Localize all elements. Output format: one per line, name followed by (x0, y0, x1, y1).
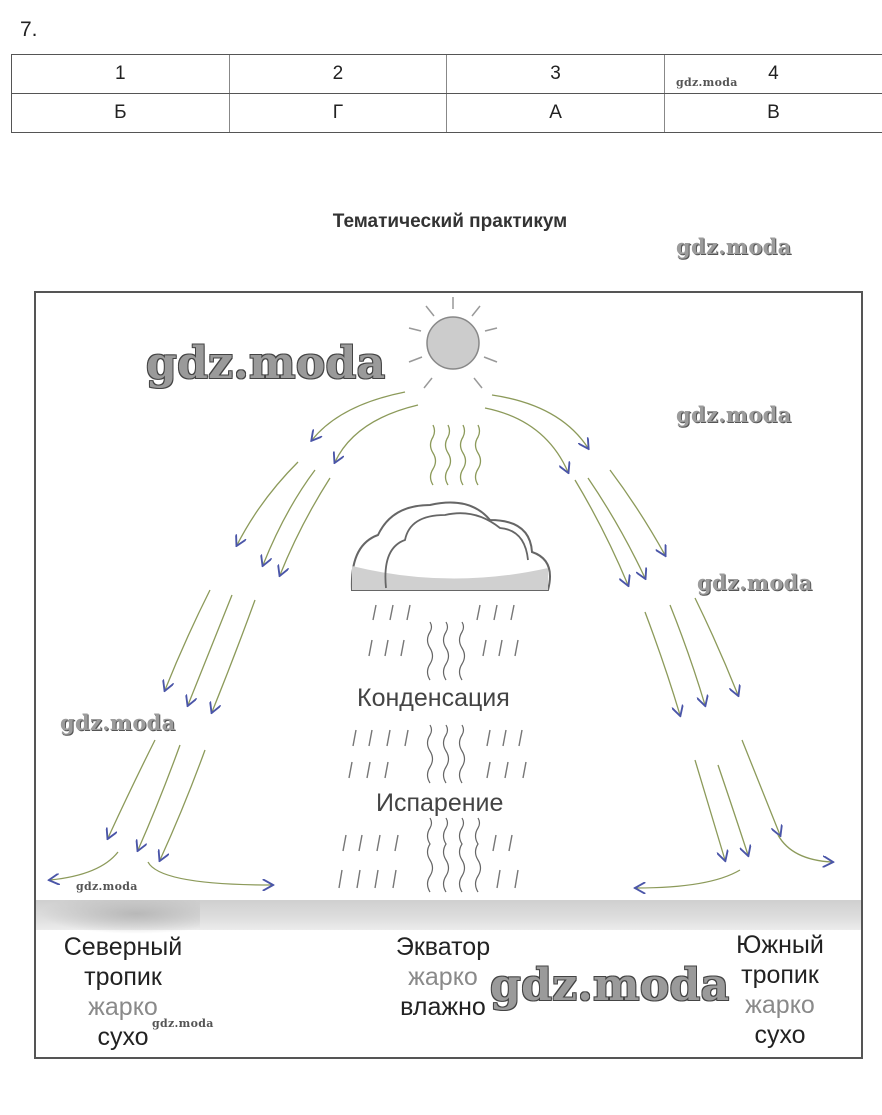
airflow-arrow (280, 477, 331, 575)
table-cell: Г (228, 93, 447, 133)
answer-table: 1 2 3 4 Б Г А В (11, 54, 882, 133)
airflow-arrow (694, 597, 738, 695)
airflow-arrow (335, 404, 419, 462)
table-cell: Б (11, 93, 230, 133)
airflow-arrow (160, 749, 206, 860)
vapor-line (426, 817, 434, 893)
zone-south-moisture: сухо (754, 1021, 806, 1049)
diagram-frame (34, 291, 863, 1059)
zone-north-temp: жарко (88, 993, 158, 1021)
vapor-line (444, 424, 452, 486)
condensation-label: Конденсация (357, 684, 510, 712)
airflow-arrow (165, 589, 211, 690)
table-row: Б Г А В (11, 93, 882, 133)
zone-north: Северный тропик жарко сухо (48, 932, 198, 1052)
vapor-line (442, 621, 450, 681)
airflow-arrow (138, 744, 181, 850)
zone-south-temp: жарко (745, 991, 815, 1019)
north-air-flow (50, 391, 419, 885)
zone-south-name: Южный (736, 931, 824, 959)
section-title: Тематический практикум (332, 211, 568, 232)
airflow-arrow (717, 764, 748, 855)
task-number: 7. (20, 18, 38, 41)
zone-south: Южный тропик жарко сухо (710, 930, 850, 1050)
airflow-arrow (587, 477, 645, 578)
rising-vapor-middle (426, 621, 482, 893)
watermark: gdz.moda (146, 338, 386, 389)
vapor-line (474, 424, 482, 486)
zone-north-name2: тропик (84, 963, 162, 991)
zone-north-name: Северный (63, 933, 183, 961)
south-air-flow (484, 394, 832, 888)
zone-south-name2: тропик (741, 961, 819, 989)
airflow-arrow (212, 599, 256, 712)
cloud-icon (350, 501, 551, 591)
airflow-arrow (491, 394, 588, 448)
airflow-arrow (741, 739, 780, 835)
ground-shade (40, 900, 200, 934)
airflow-arrow (484, 407, 568, 472)
zone-equator-temp: жарко (408, 963, 478, 991)
airflow-arrow (669, 604, 705, 705)
zone-north-moisture: сухо (97, 1023, 149, 1051)
vapor-line (426, 724, 434, 784)
table-header-cell: 3 (446, 54, 665, 94)
watermark: gdz.moda (676, 234, 792, 259)
watermark: gdz.moda (152, 1017, 214, 1030)
vapor-line (426, 621, 434, 681)
watermark: gdz.moda (676, 402, 792, 427)
airflow-arrow (694, 759, 725, 860)
airflow-arrow (574, 479, 628, 585)
watermark: gdz.moda (60, 710, 176, 735)
airflow-arrow (263, 469, 316, 565)
zone-equator-moisture: влажно (400, 993, 486, 1021)
zone-equator-name: Экватор (395, 933, 491, 961)
rain (338, 604, 527, 889)
airflow-arrow (188, 594, 233, 705)
vapor-line (429, 424, 437, 486)
watermark: gdz.moda (490, 960, 730, 1011)
vapor-line (459, 424, 467, 486)
vapor-line (458, 621, 466, 681)
watermark: gdz.moda (76, 880, 138, 893)
vapor-line (474, 817, 482, 893)
table-header-cell: 4 (663, 54, 882, 94)
airflow-arrow (777, 834, 832, 862)
airflow-arrow (237, 461, 299, 545)
sun-icon (408, 297, 498, 389)
airflow-arrow (50, 851, 119, 880)
watermark: gdz.moda (697, 570, 813, 595)
airflow-arrow (147, 861, 272, 885)
airflow-arrow (644, 611, 680, 715)
airflow-arrow (312, 391, 406, 440)
vapor-line (442, 817, 450, 893)
table-header-row: 1 2 3 4 (11, 54, 882, 94)
table-header-cell: 2 (228, 54, 447, 94)
table-cell: В (663, 93, 882, 133)
vapor-line (458, 817, 466, 893)
table-cell: А (446, 93, 665, 133)
vapor-line (442, 724, 450, 784)
rising-vapor-top (429, 424, 482, 486)
airflow-arrow (108, 739, 156, 838)
evaporation-label: Испарение (376, 789, 504, 817)
airflow-arrow (609, 469, 665, 555)
vapor-line (458, 724, 466, 784)
airflow-arrow (636, 869, 741, 888)
watermark: gdz.moda (676, 76, 738, 89)
zone-equator: Экватор жарко влажно (368, 932, 518, 1022)
